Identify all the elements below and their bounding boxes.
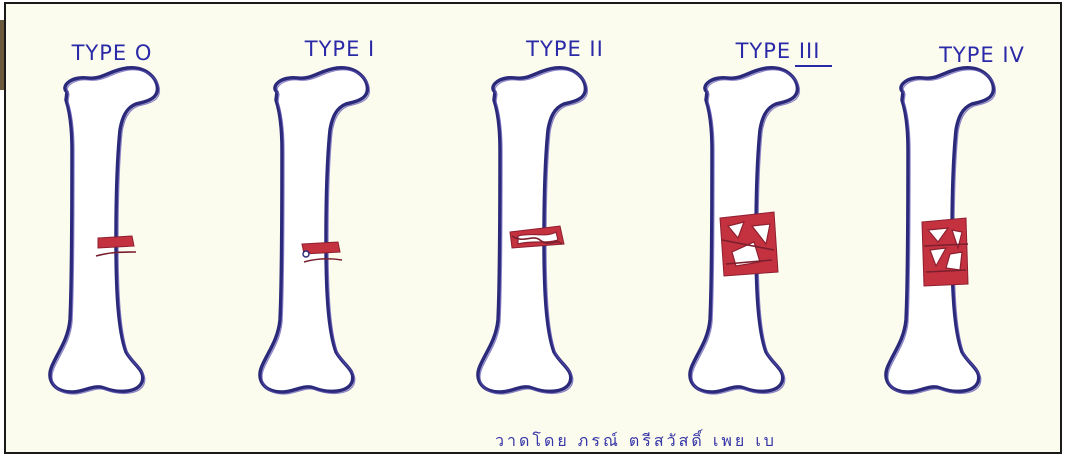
label-type-3: TYPE III	[735, 39, 821, 63]
bone-type-2	[478, 68, 587, 394]
label-type-0: TYPE O	[71, 41, 153, 65]
bone-type-0	[50, 68, 159, 394]
bone-type-3	[690, 68, 799, 394]
label-type-2: TYPE II	[525, 37, 604, 61]
label-type-4: TYPE IV	[938, 43, 1025, 67]
bone-type-4	[886, 68, 995, 394]
label-type-1: TYPE I	[304, 37, 375, 61]
artist-signature: วาดโดย ภรณ์ ตรีสวัสดิ์ เพย เบ	[495, 429, 777, 450]
bone-type-1	[260, 68, 369, 394]
